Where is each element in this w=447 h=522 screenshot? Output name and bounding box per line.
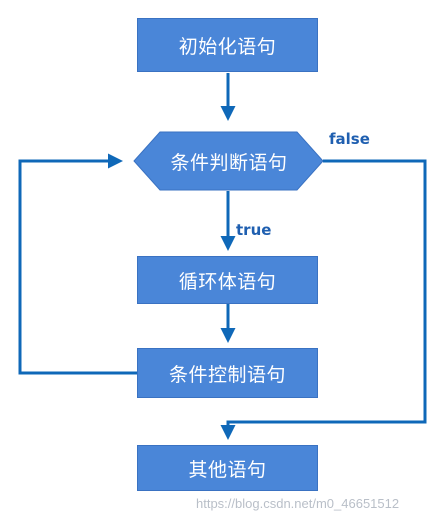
condition-statement-text: 条件判断语句 [170, 151, 288, 174]
source-watermark: https://blog.csdn.net/m0_46651512 [196, 496, 400, 511]
init-statement-label: 初始化语句 [178, 35, 277, 58]
loop-body-label: 循环体语句 [178, 270, 277, 293]
arrow-condition-false-to-other [220, 159, 427, 440]
condition-statement-label: 条件判断语句 [140, 134, 318, 188]
other-statement-label: 其他语句 [188, 458, 267, 481]
condition-control-node: 条件控制语句 [137, 348, 318, 398]
loop-body-node: 循环体语句 [137, 256, 318, 304]
other-statement-node: 其他语句 [137, 445, 318, 491]
condition-control-label: 条件控制语句 [168, 363, 286, 386]
init-statement-node: 初始化语句 [137, 18, 318, 72]
arrow-control-loop-back [18, 153, 137, 375]
false-edge-label: false [329, 130, 370, 148]
true-edge-label: true [236, 221, 272, 239]
